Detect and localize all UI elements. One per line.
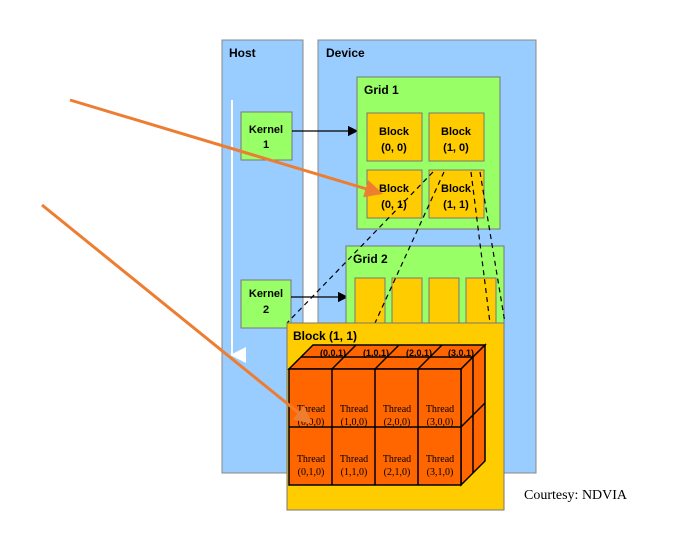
thread-back-label: (2,0,1) <box>406 348 432 358</box>
grid-2-block <box>428 277 460 329</box>
thread-back-label: (3,0,1) <box>448 348 474 358</box>
svg-text:(0, 1): (0, 1) <box>381 199 407 211</box>
device-label: Device <box>326 46 365 60</box>
thread-label: Thread <box>340 404 368 415</box>
grid-1: Grid 1 Block (0, 0) Block (1, 0) Block (… <box>356 76 501 230</box>
grid-1-block-0-1: Block (0, 1) <box>366 169 423 219</box>
grid-2-label: Grid 2 <box>353 252 388 266</box>
svg-text:(0, 0): (0, 0) <box>381 142 407 154</box>
thread-label: (1,0,0) <box>341 417 368 428</box>
svg-text:Block: Block <box>379 126 410 138</box>
svg-text:Kernel: Kernel <box>249 124 283 136</box>
thread-label: (3,1,0) <box>427 467 454 478</box>
thread-label: Thread <box>297 454 325 465</box>
thread-back-label: (0,0,1) <box>320 348 346 358</box>
svg-text:(1, 1): (1, 1) <box>443 199 469 211</box>
svg-text:Kernel: Kernel <box>249 288 283 300</box>
svg-text:2: 2 <box>263 304 269 316</box>
grid-1-block-1-1: Block (1, 1) <box>428 169 485 219</box>
thread-label: (0,1,0) <box>298 467 325 478</box>
thread-label: (3,0,0) <box>427 417 454 428</box>
svg-text:(1, 0): (1, 0) <box>443 142 469 154</box>
thread-label: Thread <box>340 454 368 465</box>
host-label: Host <box>229 46 256 60</box>
zoom-lines <box>286 171 506 324</box>
grid-1-block-1-0: Block (1, 0) <box>428 112 485 162</box>
svg-text:Block: Block <box>441 183 472 195</box>
kernel-1-box: Kernel 1 <box>240 111 293 161</box>
svg-text:Block: Block <box>379 183 410 195</box>
thread-label: (1,1,0) <box>341 467 368 478</box>
thread-label: (2,1,0) <box>384 467 411 478</box>
thread-label: Thread <box>426 454 454 465</box>
thread-label: Thread <box>383 454 411 465</box>
courtesy-text: Courtesy: NDVIA <box>524 488 628 503</box>
grid-2-block <box>391 277 423 329</box>
thread-label: (0,0,0) <box>298 417 325 428</box>
svg-text:Block: Block <box>441 126 472 138</box>
grid-1-block-0-0: Block (0, 0) <box>366 112 423 162</box>
block-detail-label: Block (1, 1) <box>293 329 357 343</box>
grid-2-block <box>354 277 386 329</box>
thread-label: Thread <box>426 404 454 415</box>
svg-text:1: 1 <box>263 139 269 151</box>
thread-label: Thread <box>383 404 411 415</box>
annotation-arrow-to-block <box>69 98 383 198</box>
grid-1-label: Grid 1 <box>364 83 399 97</box>
thread-label: (2,0,0) <box>384 417 411 428</box>
kernel-2-box: Kernel 2 <box>240 279 292 329</box>
grid-2-block <box>465 277 497 329</box>
block-detail-panel: Block (1, 1) (0,0,1) (1,0,1) (2,0,1 <box>286 322 505 511</box>
annotation-arrow-to-thread <box>41 203 313 424</box>
thread-back-label: (1,0,1) <box>363 348 389 358</box>
